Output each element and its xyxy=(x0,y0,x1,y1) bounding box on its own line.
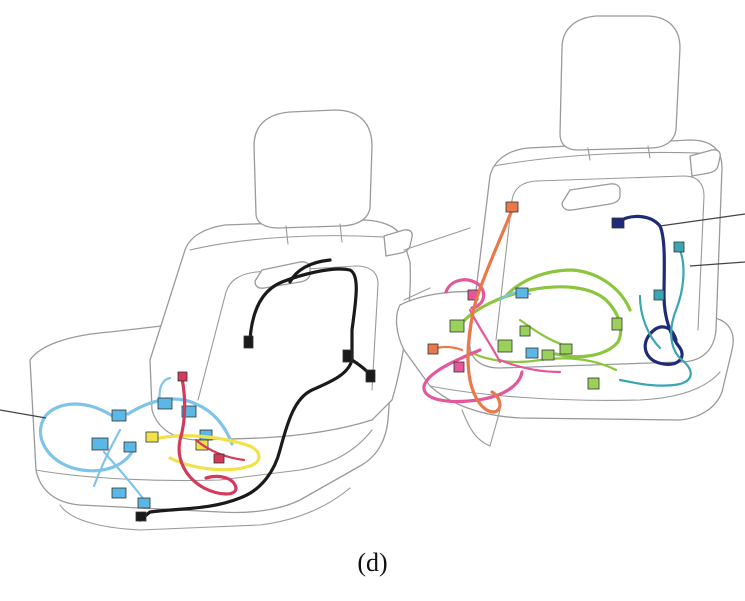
left-harness-red xyxy=(177,371,246,496)
left-seat-cushion-edge xyxy=(35,429,373,482)
connector-blue-a xyxy=(91,437,109,451)
right-seat-handle xyxy=(561,183,621,211)
left-seat-back-top xyxy=(189,235,399,251)
left-seat-base xyxy=(59,487,351,531)
connector-green-f xyxy=(587,377,600,390)
leader-line-right-top xyxy=(659,213,745,227)
connector-blue-b xyxy=(111,409,127,422)
right-harness-green xyxy=(449,268,632,390)
connector-black-b xyxy=(342,349,353,363)
connector-green-b xyxy=(497,339,513,353)
left-seat-handle xyxy=(254,261,311,289)
right-harness-orange xyxy=(427,201,519,414)
connector-red-b xyxy=(213,453,225,464)
connector-orange-a xyxy=(505,201,519,213)
connector-pink-b xyxy=(453,361,465,373)
connector-green-c xyxy=(541,349,555,361)
connector-green-d xyxy=(559,343,573,355)
right-seat-skirt xyxy=(461,409,501,447)
right-seat-headrest xyxy=(559,15,681,151)
right-seat xyxy=(395,15,734,447)
connector-yellow-a xyxy=(145,431,159,443)
left-harness-light-blue xyxy=(38,376,234,509)
connector-red-a xyxy=(177,371,188,382)
connector-right-blue-b xyxy=(525,347,539,359)
leader-lines xyxy=(0,213,745,419)
connector-blue-e xyxy=(111,487,127,499)
connector-green-g xyxy=(519,325,531,337)
right-headrest-post-a xyxy=(587,147,591,161)
connector-green-a xyxy=(449,319,465,333)
connector-green-e xyxy=(611,317,623,331)
connector-blue-f xyxy=(137,497,151,509)
connector-orange-b xyxy=(427,343,439,355)
connector-teal-b xyxy=(653,289,665,301)
right-harness-pink xyxy=(422,278,562,404)
connector-black-d xyxy=(135,511,147,522)
connector-navy-a xyxy=(611,217,625,229)
left-headrest-post-b xyxy=(339,223,343,243)
figure-caption: (d) xyxy=(357,548,388,577)
connector-blue-c xyxy=(157,397,173,410)
seat-rail-link xyxy=(403,227,471,301)
left-headrest-post-a xyxy=(285,225,289,245)
right-seat-back-top xyxy=(493,151,719,167)
connector-right-blue-a xyxy=(515,287,529,299)
connector-blue-d xyxy=(181,405,197,418)
connector-teal-a xyxy=(673,241,685,253)
right-harness-teal xyxy=(618,241,692,387)
leader-line-left xyxy=(0,409,47,419)
right-seat-back xyxy=(469,139,723,369)
right-seat-back-panel xyxy=(495,175,705,341)
right-headrest-post-b xyxy=(647,145,651,159)
right-harness-light-blue xyxy=(498,287,539,359)
left-harness-black xyxy=(135,258,376,522)
connector-blue-g xyxy=(123,441,137,453)
leader-line-right-bottom xyxy=(689,261,745,267)
connector-black-c xyxy=(365,369,376,383)
right-seat-lever xyxy=(689,149,721,177)
connector-black-a xyxy=(243,335,254,349)
left-seat-headrest xyxy=(253,109,373,229)
